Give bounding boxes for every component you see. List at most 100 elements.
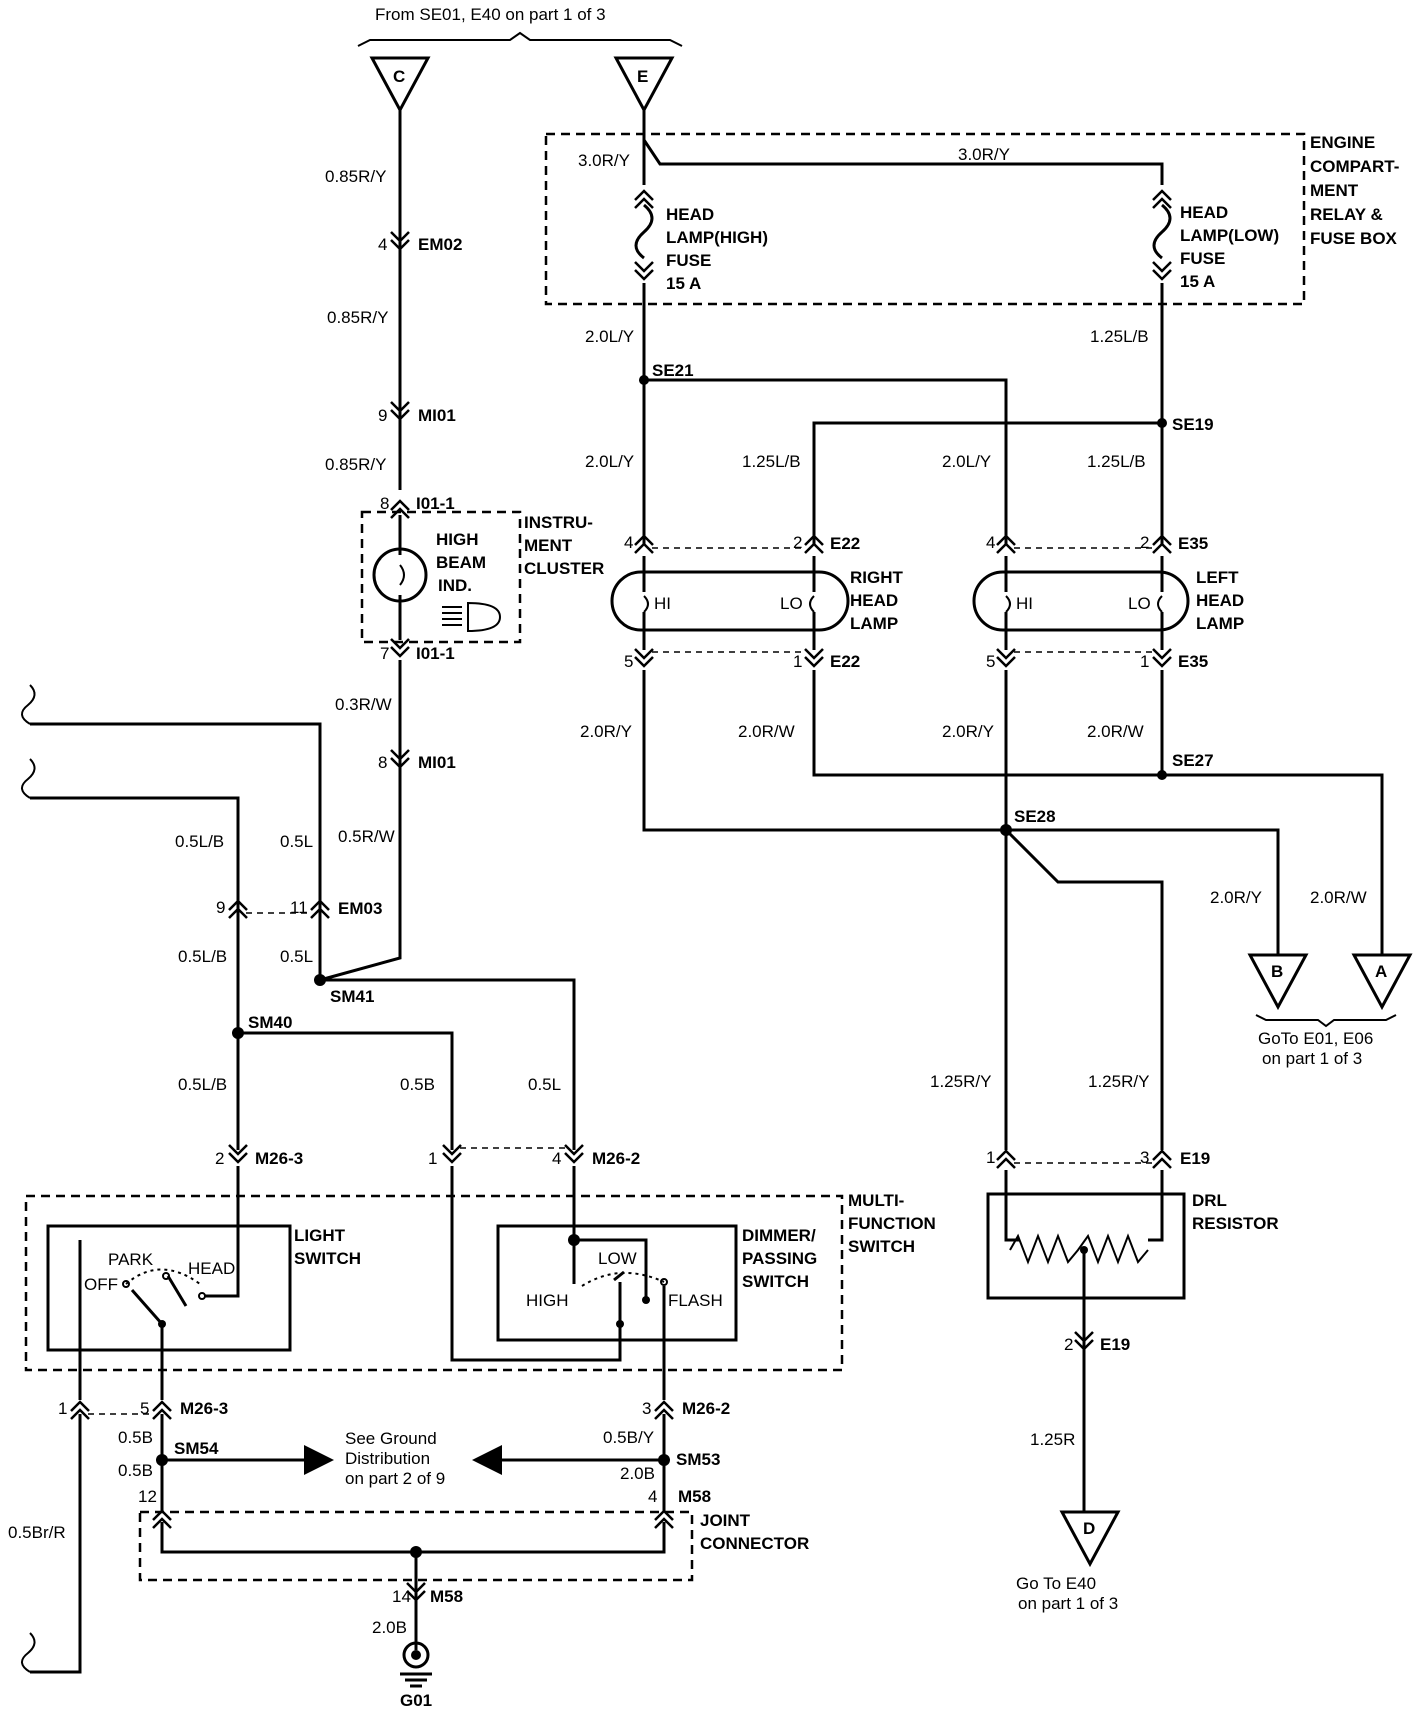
diagram-label: RELAY & (1310, 205, 1383, 224)
diagram-label: OFF (84, 1275, 118, 1294)
diagram-label: HEAD (850, 591, 898, 610)
wire-left-edge-upper (30, 722, 322, 975)
diagram-label: 7 (380, 644, 389, 663)
multi-function-switch-label: MULTI- FUNCTION SWITCH (848, 1191, 936, 1256)
diagram-label: 2.0R/W (1310, 888, 1367, 907)
top-brace (357, 31, 683, 47)
diagram-label: 4 (986, 533, 995, 552)
diagram-label: A (1375, 962, 1387, 981)
diagram-label: 0.5L (280, 947, 313, 966)
goto-brace-a-b (1255, 1014, 1397, 1028)
wire-label-e-hi: 3.0R/Y (578, 151, 630, 170)
engine-box-label: ENGINE COMPART- MENT RELAY & FUSE BOX (1310, 133, 1399, 248)
diagram-label: 9 (378, 406, 387, 425)
splice-se27: SE27 (1172, 751, 1214, 770)
wire-label-rh-hi: 2.0L/Y (585, 452, 634, 471)
diagram-label: PASSING (742, 1249, 817, 1268)
diagram-label: MENT (524, 536, 573, 555)
connector-em02: EM02 (418, 235, 462, 254)
diagram-label: FLASH (668, 1291, 723, 1310)
dimmer-passing-switch: DIMMER/ PASSING SWITCH LOW HIGH FLASH (450, 1166, 817, 1400)
diagram-label: 2.0R/Y (1210, 888, 1262, 907)
wire-lh-lo-to-se27 (1160, 670, 1384, 955)
goto-b-a-line1: GoTo E01, E06 (1258, 1029, 1373, 1048)
splice-sm54: SM54 (174, 1439, 219, 1458)
diagram-label: DRL (1192, 1191, 1227, 1210)
connector-m26-2-bot: M26-2 (682, 1399, 730, 1418)
high-beam-indicator: HIGH BEAM IND. (372, 515, 502, 640)
connector-e35-bot: E35 (1178, 652, 1208, 671)
diagram-label: SWITCH (742, 1272, 809, 1291)
diagram-label: 0.85R/Y (327, 308, 388, 327)
ground-g01: G01 (400, 1641, 432, 1710)
connector-mi01-bot: MI01 (418, 753, 456, 772)
goto-d-line1: Go To E40 (1016, 1574, 1096, 1593)
connector-e35-top: E35 (1178, 534, 1208, 553)
diagram-label: 1.25R/Y (930, 1072, 991, 1091)
diagram-label: LOW (598, 1249, 637, 1268)
instrument-cluster-box (360, 510, 522, 644)
head-lamp-high-fuse: HEAD LAMP(HIGH) FUSE 15 A (633, 189, 768, 293)
diagram-label: 2 (793, 533, 802, 552)
connector-m26-3-bot: M26-3 (180, 1399, 228, 1418)
diagram-label: HEAD (1196, 591, 1244, 610)
joint-connector-box (138, 1510, 694, 1582)
diagram-label: 2 (215, 1149, 224, 1168)
diagram-label: 3 (1140, 1148, 1149, 1167)
connector-m58-top: M58 (678, 1487, 711, 1506)
diagram-label: 4 (648, 1487, 657, 1506)
diagram-label: 1.25R/Y (1088, 1072, 1149, 1091)
diagram-label: ENGINE (1310, 133, 1375, 152)
diagram-label: 0.5L (280, 832, 313, 851)
diagram-label: HIGH (436, 530, 479, 549)
diagram-label: 2 (1064, 1335, 1073, 1354)
diagram-label: Distribution (345, 1449, 430, 1468)
connector-e19-bot: E19 (1100, 1335, 1130, 1354)
diagram-label: 1 (428, 1149, 437, 1168)
diagram-label: D (1083, 1519, 1095, 1538)
wire-label-hi-out: 2.0L/Y (585, 327, 634, 346)
splice-se21: SE21 (652, 361, 694, 380)
goto-b-a-line2: on part 1 of 3 (1262, 1049, 1362, 1068)
diagram-label: 11 (290, 898, 308, 917)
diagram-label: LO (1128, 594, 1151, 613)
diagram-label: IND. (438, 576, 472, 595)
diagram-label: SWITCH (294, 1249, 361, 1268)
diagram-label: LAMP(HIGH) (666, 228, 768, 247)
diagram-label: 4 (378, 235, 387, 254)
diagram-label: 0.5L/B (178, 1075, 227, 1094)
diagram-label: HEAD (666, 205, 714, 224)
top-note: From SE01, E40 on part 1 of 3 (375, 5, 606, 24)
engine-compartment-box (544, 132, 1306, 306)
light-switch: LIGHT SWITCH PARK HEAD OFF (46, 1166, 361, 1400)
drl-resistor: DRL RESISTOR (986, 1191, 1279, 1300)
diagram-label: 4 (624, 533, 633, 552)
diagram-label: C (393, 67, 405, 86)
wire-sm40-to-m26-2-pin1 (238, 1031, 454, 1150)
diagram-label: HEAD (188, 1259, 235, 1278)
wire-rh-lo-to-se27 (812, 670, 1162, 777)
diagram-label: 12 (138, 1487, 157, 1506)
diagram-label: 0.5R/W (338, 827, 395, 846)
wire-sm41-to-m26-2 (320, 978, 576, 1150)
diagram-label: 4 (552, 1149, 561, 1168)
diagram-label: LAMP (850, 614, 898, 633)
connector-e19-top: E19 (1180, 1149, 1210, 1168)
diagram-label: LO (780, 594, 803, 613)
diagram-label: 0.5B (118, 1461, 153, 1480)
terminal-e: E (613, 56, 675, 114)
wire-se28-to-drl (1004, 828, 1164, 1150)
diagram-label: 1.25R (1030, 1430, 1075, 1449)
diagram-label: FUSE BOX (1310, 229, 1398, 248)
diagram-label: 2.0R/W (738, 722, 795, 741)
diagram-label: 1 (793, 652, 802, 671)
wire-e-to-lo-fuse (642, 139, 1164, 185)
wire-se28-to-b (1006, 828, 1280, 955)
terminal-c: C (369, 56, 431, 114)
diagram-label: INSTRU- (524, 513, 593, 532)
diagram-label: 9 (216, 898, 225, 917)
diagram-label: E (637, 67, 648, 86)
diagram-label: 1 (1140, 652, 1149, 671)
diagram-label: LIGHT (294, 1226, 346, 1245)
splice-se28: SE28 (1014, 807, 1056, 826)
